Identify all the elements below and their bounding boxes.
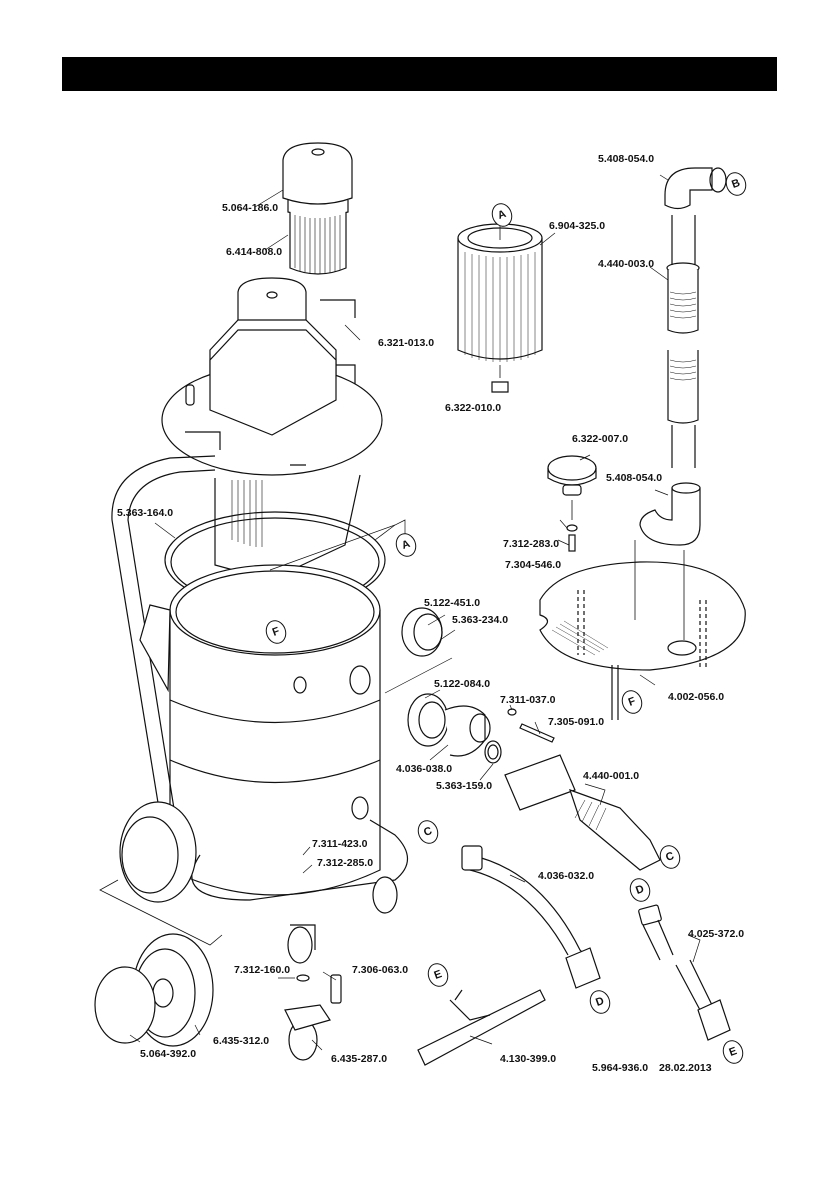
part-label-filter-cartridge-top: 6.414-808.0 — [226, 246, 283, 258]
header-bar — [62, 57, 777, 91]
head-plate-illustration — [161, 329, 383, 476]
footer: 5.964-936.0 28.02.2013 — [592, 1062, 720, 1074]
separator-plate-illustration — [539, 540, 746, 720]
part-label-cartridge-filter: 6.904-325.0 — [549, 220, 606, 232]
part-label-nut-a: 7.311-037.0 — [500, 694, 556, 706]
base-frame-illustration — [191, 819, 409, 901]
suction-tube-assembly-illustration — [639, 167, 727, 546]
part-label-suction-tube: 4.440-003.0 — [598, 258, 655, 270]
wheel-mounted-illustration — [119, 801, 197, 903]
part-label-inlet-part-2: 5.363-234.0 — [452, 614, 509, 626]
side-bracket-illustration — [139, 604, 171, 693]
document-number: 5.964-936.0 — [592, 1062, 649, 1074]
part-label-screw-a: 7.304-546.0 — [505, 559, 562, 571]
part-label-floor-nozzle: 4.130-399.0 — [500, 1053, 557, 1065]
part-label-filter-knob-small: 6.322-010.0 — [445, 402, 502, 414]
part-label-suction-hose: 4.440-001.0 — [583, 770, 640, 782]
part-label-inlet-part-1: 5.122-451.0 — [424, 597, 481, 609]
hub-cap-illustration — [94, 966, 156, 1044]
part-label-bent-tube: 4.036-032.0 — [538, 870, 595, 882]
part-label-handle-bracket: 6.321-013.0 — [378, 337, 435, 349]
part-label-elbow-top: 5.408-054.0 — [598, 153, 655, 165]
knob-illustration — [547, 455, 597, 552]
part-label-separator-plate: 4.002-056.0 — [668, 691, 725, 703]
part-label-wheel: 6.435-312.0 — [213, 1035, 270, 1047]
suction-hose-illustration — [504, 754, 661, 871]
inlet-assembly-illustration — [401, 607, 555, 764]
push-handle-illustration — [111, 455, 216, 816]
floor-nozzle-illustration — [417, 989, 546, 1066]
bent-tube-illustration — [461, 845, 601, 989]
part-label-elbow-bottom: 5.408-054.0 — [606, 472, 663, 484]
part-label-o-ring: 5.363-159.0 — [436, 780, 493, 792]
filter-cover-top-illustration — [282, 142, 353, 217]
part-label-hub-cap: 5.064-392.0 — [140, 1048, 197, 1060]
leader-lines — [129, 174, 701, 1051]
part-label-filter-cover-top: 5.064-186.0 — [222, 202, 279, 214]
part-label-caster: 6.435-287.0 — [331, 1053, 388, 1065]
part-label-bolt-a: 7.305-091.0 — [548, 716, 605, 728]
cartridge-filter-illustration — [457, 215, 543, 393]
part-label-washer-a: 7.312-283.0 — [503, 538, 560, 550]
extension-tube-illustration — [638, 904, 731, 1041]
filter-cartridge-top-illustration — [289, 212, 347, 275]
part-label-caster-screw: 7.306-063.0 — [352, 964, 409, 976]
part-label-inlet-flange: 5.122-084.0 — [434, 678, 491, 690]
part-label-knob: 6.322-007.0 — [572, 433, 629, 445]
caster-illustration — [284, 876, 398, 1061]
part-label-lock-washer: 7.312-160.0 — [234, 964, 291, 976]
part-label-inlet-socket: 4.036-038.0 — [396, 763, 453, 775]
part-label-nut-b: 7.311-423.0 — [312, 838, 368, 850]
part-label-washer-b: 7.312-285.0 — [317, 857, 374, 869]
part-label-extension-tube: 4.025-372.0 — [688, 928, 745, 940]
document-date: 28.02.2013 — [658, 1062, 712, 1074]
part-label-gasket-ring: 5.363-164.0 — [117, 507, 174, 519]
